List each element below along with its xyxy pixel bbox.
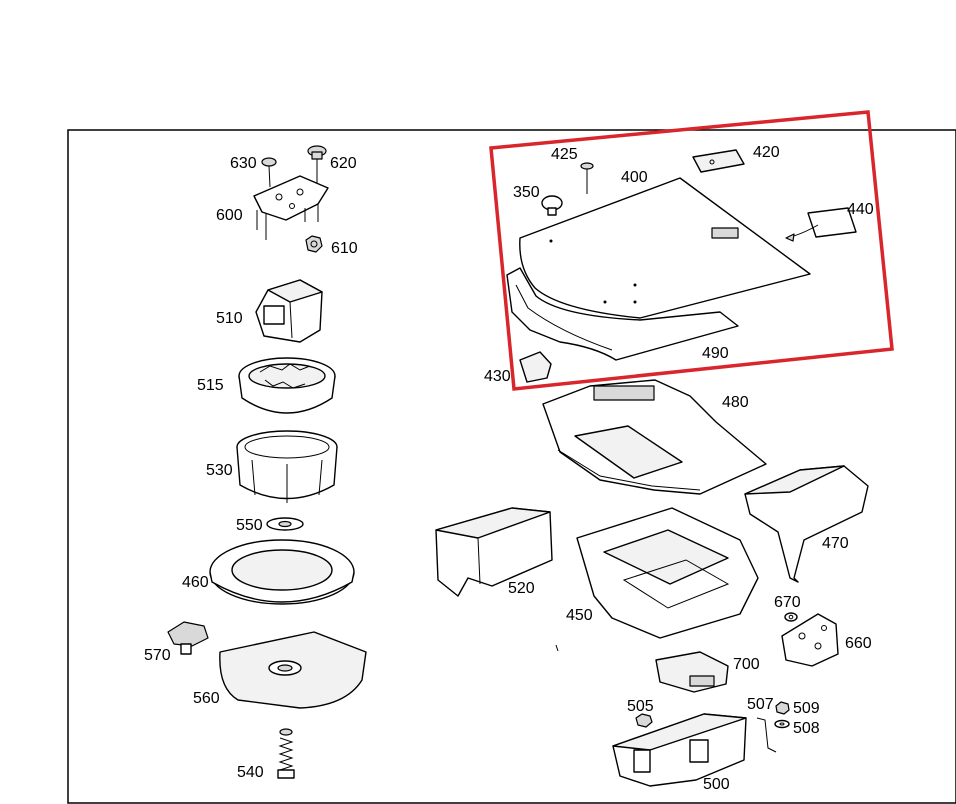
part-500-carrier[interactable] xyxy=(612,713,747,787)
part-490-frame[interactable] xyxy=(506,267,739,361)
label-510: 510 xyxy=(216,310,243,327)
label-570: 570 xyxy=(144,647,171,664)
diagram-frame xyxy=(67,129,956,804)
part-470-bracket[interactable] xyxy=(744,465,869,583)
label-490: 490 xyxy=(702,345,729,362)
part-425-bolt[interactable] xyxy=(580,162,594,194)
label-400: 400 xyxy=(621,169,648,186)
part-700-cushion[interactable] xyxy=(655,651,729,693)
label-350: 350 xyxy=(513,184,540,201)
part-508-washer[interactable] xyxy=(774,719,790,729)
part-400-trunk-floor[interactable] xyxy=(519,177,811,319)
part-530-holder-ring[interactable] xyxy=(236,430,338,503)
label-470: 470 xyxy=(822,535,849,552)
part-507-bracket[interactable] xyxy=(756,717,777,753)
part-610-nut[interactable] xyxy=(305,235,323,253)
part-600-bracket[interactable] xyxy=(253,175,329,240)
part-570-clip[interactable] xyxy=(167,621,209,655)
highlight-box xyxy=(489,110,894,391)
label-507: 507 xyxy=(747,696,774,713)
part-420-cover[interactable] xyxy=(692,149,745,173)
label-500: 500 xyxy=(703,776,730,793)
part-630-screw[interactable] xyxy=(261,157,277,188)
label-700: 700 xyxy=(733,656,760,673)
part-670-nut[interactable] xyxy=(784,612,798,622)
part-620-screw[interactable] xyxy=(307,145,327,183)
part-660-bracket[interactable] xyxy=(781,613,839,667)
part-520-box[interactable] xyxy=(435,507,553,597)
part-510-bracket[interactable] xyxy=(255,279,323,343)
part-540-spring-bolt[interactable] xyxy=(277,728,295,779)
part-labels: 630 620 600 610 510 515 530 550 460 570 … xyxy=(144,144,874,793)
label-660: 660 xyxy=(845,635,872,652)
label-560: 560 xyxy=(193,690,220,707)
label-620: 620 xyxy=(330,155,357,172)
part-560-foam-tray[interactable] xyxy=(219,631,367,709)
part-480-tray[interactable] xyxy=(542,379,767,495)
label-509: 509 xyxy=(793,700,820,717)
label-550: 550 xyxy=(236,517,263,534)
label-530: 530 xyxy=(206,462,233,479)
label-610: 610 xyxy=(331,240,358,257)
part-550-washer[interactable] xyxy=(266,517,304,531)
label-450: 450 xyxy=(566,607,593,624)
label-430: 430 xyxy=(484,368,511,385)
part-509-nut[interactable] xyxy=(775,701,790,715)
label-420: 420 xyxy=(753,144,780,161)
label-600: 600 xyxy=(216,207,243,224)
part-450-tub[interactable] xyxy=(576,507,759,639)
label-515: 515 xyxy=(197,377,224,394)
part-440-label[interactable] xyxy=(785,207,857,242)
part-350-plug[interactable] xyxy=(541,195,563,216)
label-505: 505 xyxy=(627,698,654,715)
label-460: 460 xyxy=(182,574,209,591)
part-430-clip[interactable] xyxy=(519,351,552,383)
label-630: 630 xyxy=(230,155,257,172)
label-508: 508 xyxy=(793,720,820,737)
part-515-tool-holder[interactable] xyxy=(238,357,336,414)
label-540: 540 xyxy=(237,764,264,781)
label-480: 480 xyxy=(722,394,749,411)
part-505-nut[interactable] xyxy=(635,713,653,728)
part-460-ring[interactable] xyxy=(209,539,355,605)
label-440: 440 xyxy=(847,201,874,218)
label-670: 670 xyxy=(774,594,801,611)
label-425: 425 xyxy=(551,146,578,163)
label-520: 520 xyxy=(508,580,535,597)
